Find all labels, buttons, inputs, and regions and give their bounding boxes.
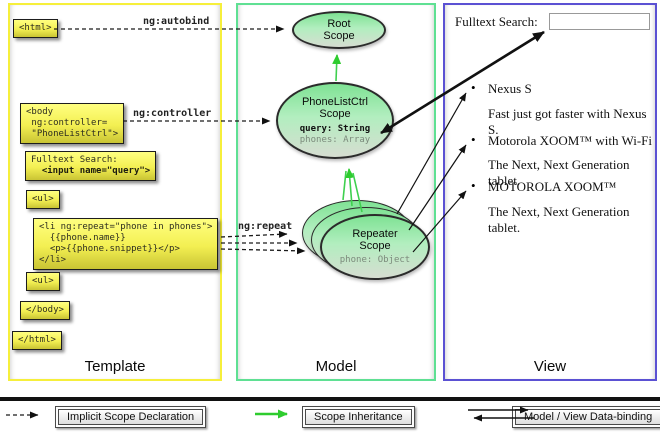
phone-property: phone: Object (339, 255, 411, 265)
phones-property: phones: Array (299, 134, 371, 145)
view-item-desc: The Next, Next Generation tablet. (488, 204, 630, 235)
legend-scope-inheritance-box: Scope Inheritance (302, 406, 415, 428)
ng-autobind-label: ng:autobind (143, 16, 210, 27)
legend-implicit-scope-label: Implicit Scope Declaration (58, 409, 204, 425)
input-tag-line: <input name="query"> (31, 166, 151, 176)
bullet-icon: • (471, 132, 476, 147)
legend-scope-inheritance-label: Scope Inheritance (305, 409, 412, 425)
ul-open-tag-box: <ul> (26, 190, 60, 209)
template-column-title: Template (84, 358, 146, 375)
repeater-scope-title: Repeater Scope (352, 228, 398, 252)
fulltext-label-line: Fulltext Search: (31, 155, 118, 165)
bullet-icon: • (471, 178, 476, 193)
ng-repeat-label: ng:repeat (238, 221, 293, 232)
model-column: Model (236, 3, 436, 381)
bullet-icon: • (471, 80, 476, 95)
legend-divider (0, 397, 660, 401)
fulltext-search-code-box: Fulltext Search: <input name="query"> (25, 151, 157, 181)
view-item-title: Motorola XOOM™ with Wi-Fi (488, 133, 653, 148)
li-repeat-code-box: <li ng:repeat="phone in phones"> {{phone… (33, 218, 219, 270)
view-search-label: Fulltext Search: (455, 14, 538, 29)
legend-data-binding-label: Model / View Data-binding (515, 409, 660, 425)
legend-implicit-scope-box: Implicit Scope Declaration (55, 406, 207, 428)
phonelistctrl-scope-ellipse: PhoneListCtrl Scope query: String phones… (276, 82, 394, 159)
root-scope-title: Root Scope (323, 18, 355, 42)
html-close-tag-box: </html> (12, 331, 62, 350)
repeater-scope-ellipse: Repeater Scope phone: Object (320, 214, 430, 280)
fulltext-search-input[interactable] (549, 13, 650, 30)
model-column-title: Model (315, 358, 357, 375)
view-item-title: Nexus S (488, 81, 532, 96)
root-scope-ellipse: Root Scope (292, 11, 386, 49)
view-item-desc: The Next, Next Generation tablet. (488, 157, 630, 188)
body-open-tag-box: <body ng:controller= "PhoneListCtrl"> (20, 103, 125, 144)
query-property: query: String (299, 123, 371, 134)
legend-data-binding-box: Model / View Data-binding (512, 406, 660, 428)
html-open-tag-box: <html> (13, 19, 58, 38)
phonelistctrl-scope-title: PhoneListCtrl Scope (301, 95, 369, 120)
view-item-title: MOTOROLA XOOM™ (488, 179, 617, 194)
ul-close-tag-box: <ul> (26, 272, 60, 291)
view-column-title: View (533, 358, 567, 375)
ng-controller-label: ng:controller (133, 108, 212, 119)
body-close-tag-box: </body> (20, 301, 70, 320)
